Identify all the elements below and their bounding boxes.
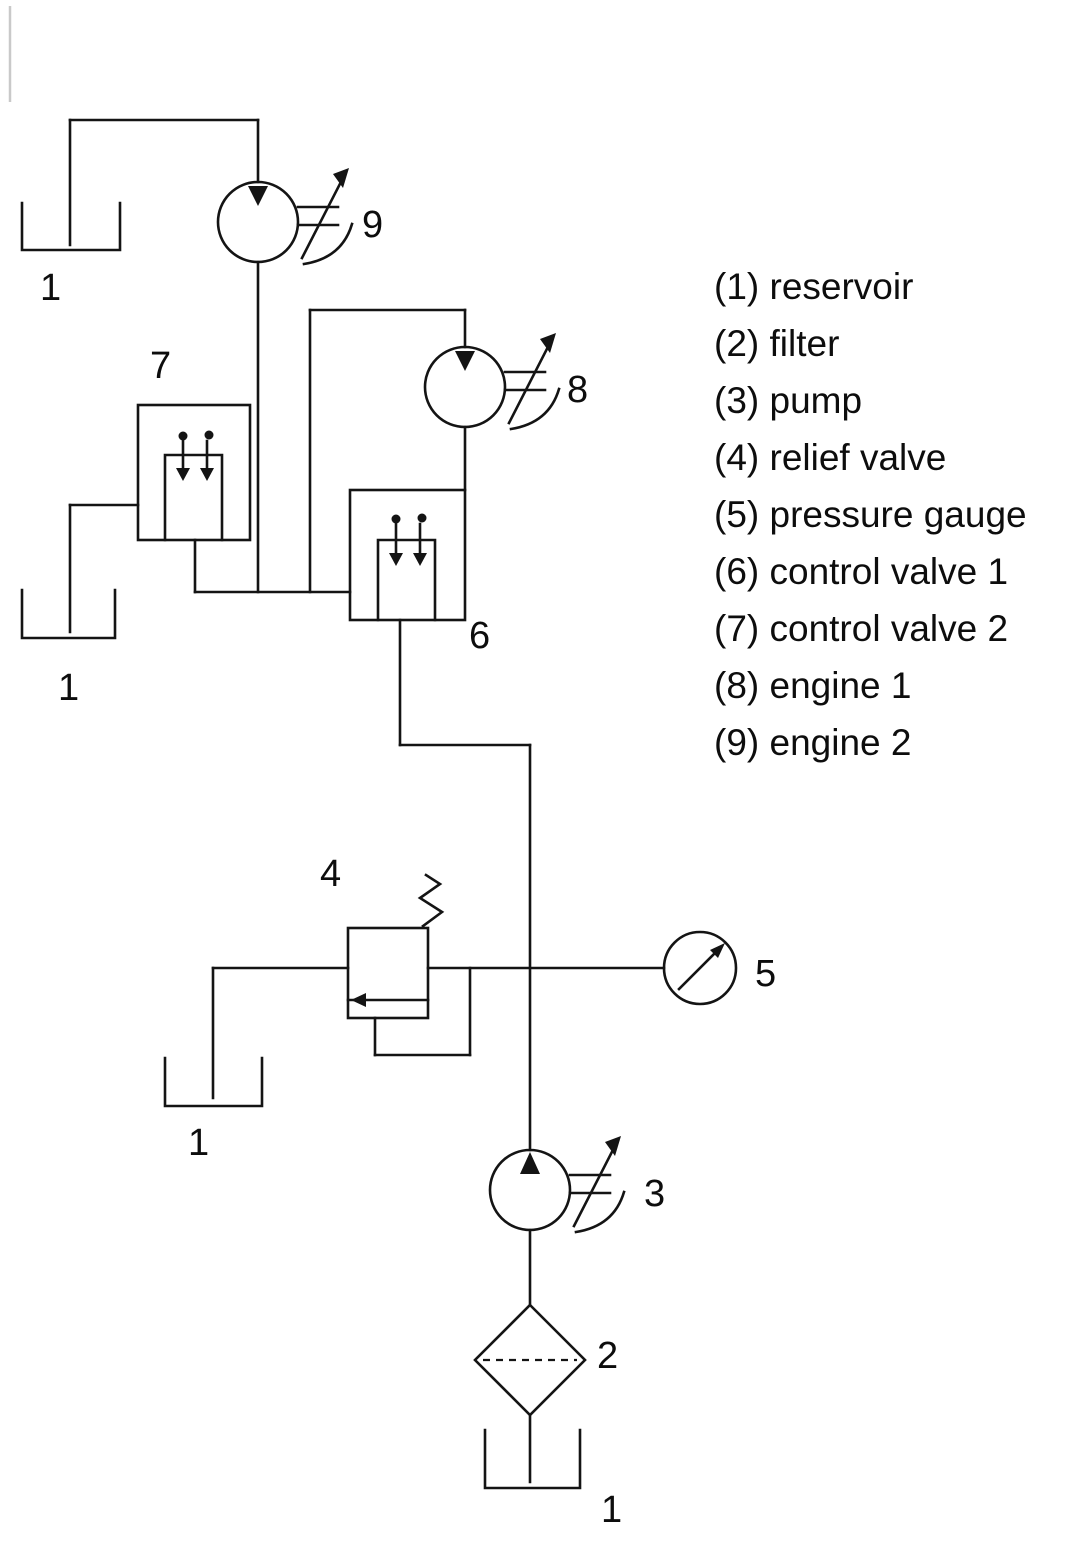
reservoir-lower-left-symbol (163, 1056, 264, 1108)
reservoir-bottom-symbol (483, 1428, 582, 1490)
legend-item-engine-1: (8) engine 1 (714, 665, 912, 706)
relief-valve-symbol (346, 873, 445, 1020)
legend-item-control-valve-2: (7) control valve 2 (714, 608, 1009, 649)
pipe-lines (68, 118, 666, 1484)
relief-valve-label: 4 (320, 853, 341, 895)
reservoir-top-left-label: 1 (40, 267, 61, 309)
legend-item-reservoir: (1) reservoir (714, 266, 914, 307)
reservoir-mid-left-label: 1 (58, 667, 79, 709)
engine-1-symbol (423, 331, 561, 431)
reservoir-top-left-symbol (20, 201, 122, 252)
engine-2-label: 9 (362, 204, 383, 246)
engine-2-symbol (216, 166, 354, 266)
control-valve-2-label: 7 (150, 345, 171, 387)
control-valve-1-symbol (348, 488, 467, 622)
pressure-gauge-label: 5 (755, 953, 776, 995)
legend-item-control-valve-1: (6) control valve 1 (714, 551, 1009, 592)
reservoir-bottom-label: 1 (601, 1489, 622, 1531)
legend-item-pump: (3) pump (714, 380, 863, 421)
pump-symbol (488, 1134, 626, 1234)
legend-item-engine-2: (9) engine 2 (714, 722, 912, 763)
engine-1-label: 8 (567, 369, 588, 411)
legend: (1) reservoir (2) filter (3) pump (4) re… (714, 258, 1027, 771)
legend-item-relief-valve: (4) relief valve (714, 437, 947, 478)
legend-item-filter: (2) filter (714, 323, 840, 364)
pump-label: 3 (644, 1173, 665, 1215)
reservoir-mid-left-symbol (20, 588, 117, 640)
control-valve-1-label: 6 (469, 615, 490, 657)
legend-item-pressure-gauge: (5) pressure gauge (714, 494, 1027, 535)
pressure-gauge-symbol (662, 930, 738, 1006)
reservoir-lower-left-label: 1 (188, 1122, 209, 1164)
control-valve-2-symbol (136, 403, 252, 542)
filter-symbol (473, 1303, 587, 1417)
filter-label: 2 (597, 1335, 618, 1377)
